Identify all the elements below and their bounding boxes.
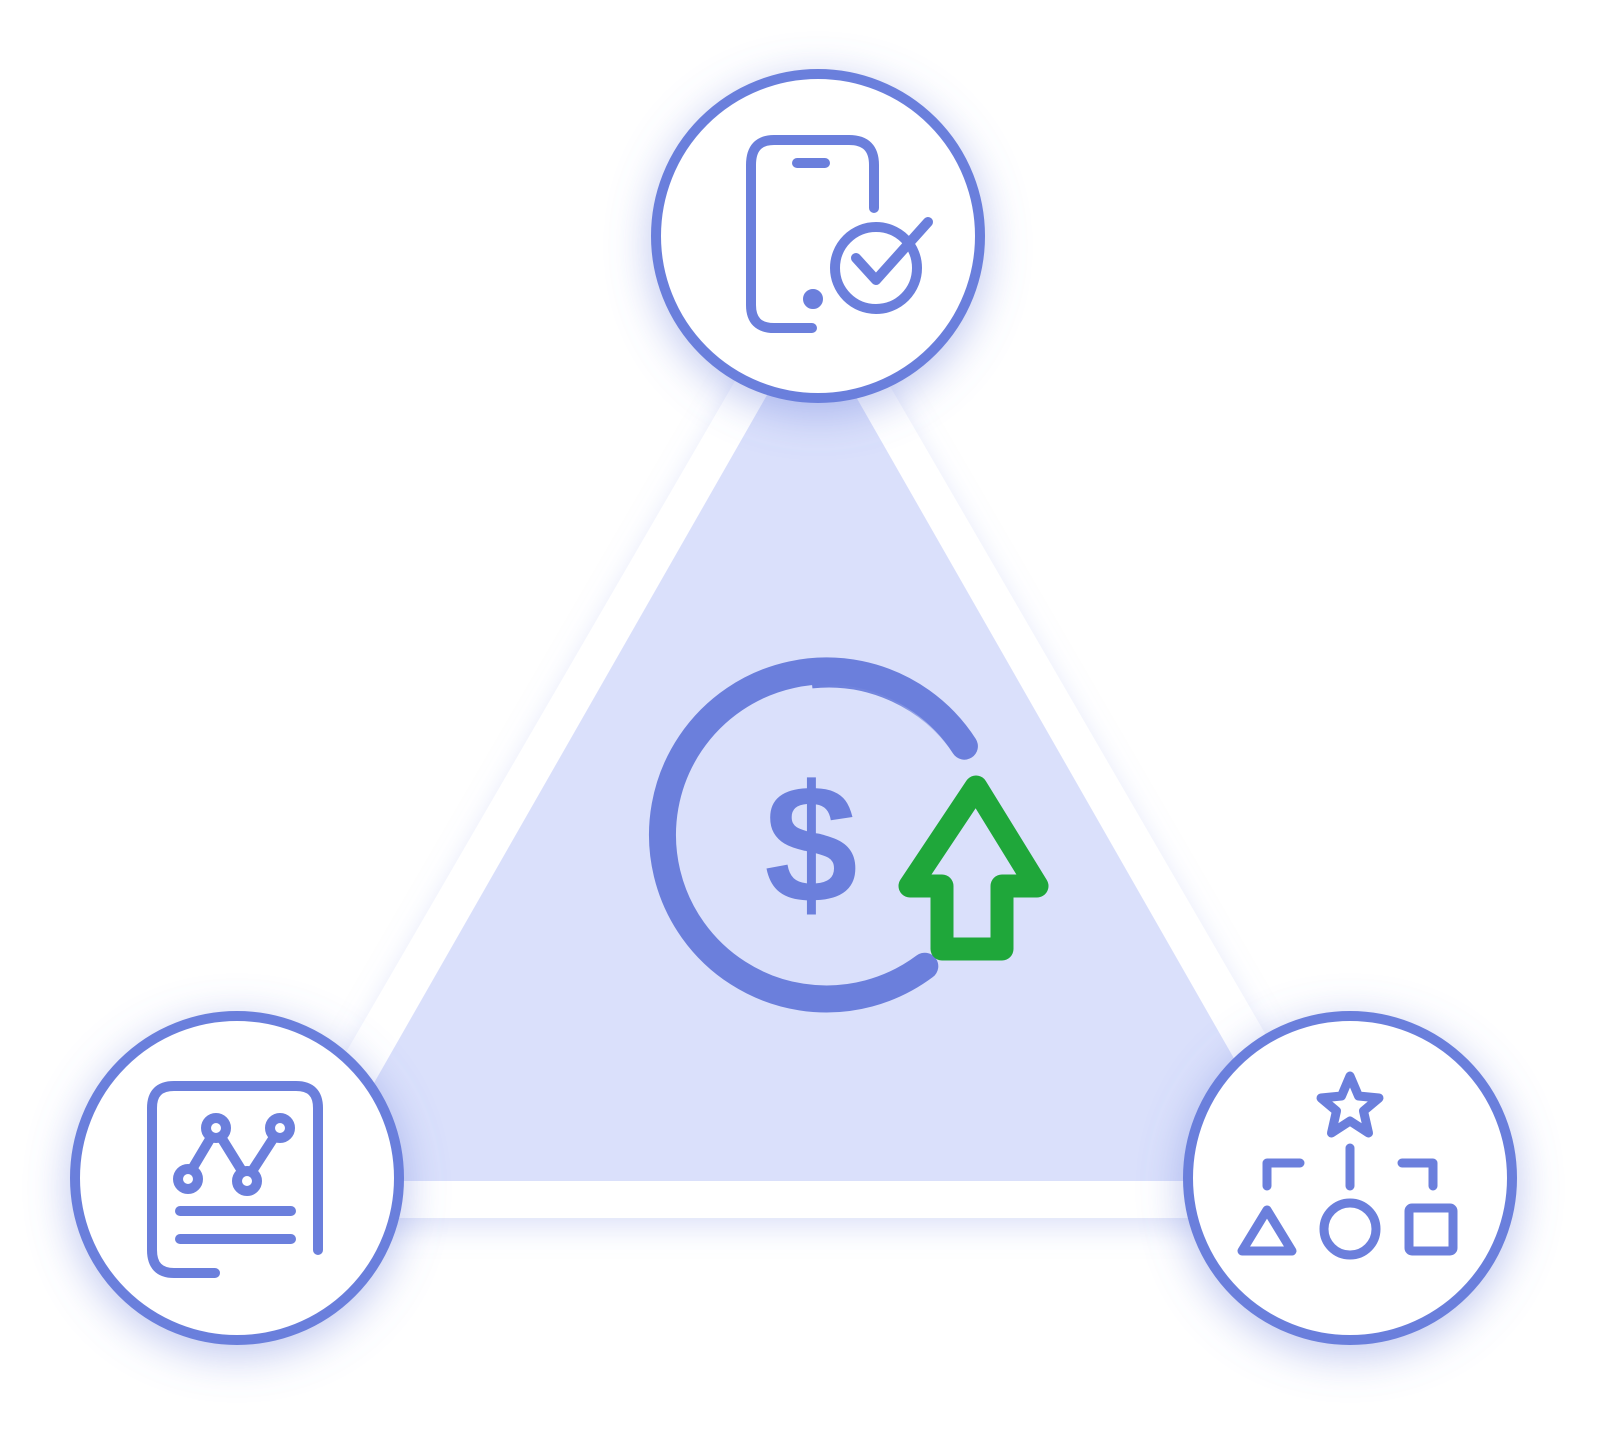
star-icon <box>1316 1071 1384 1138</box>
arrow-up-icon <box>898 775 1049 961</box>
report-chart-icon <box>147 1081 323 1278</box>
triangle-fill <box>318 318 1304 1181</box>
node-mobile-check <box>651 69 985 403</box>
revenue-ring-fade <box>809 660 976 754</box>
revenue-growth-icon: $ <box>649 657 1049 1013</box>
triangle-shape-icon <box>1237 1205 1297 1256</box>
dollar-symbol: $ <box>764 750 857 938</box>
node-report-chart <box>70 1011 404 1345</box>
circle-shape-icon <box>1319 1198 1381 1260</box>
hierarchy-shapes-icon <box>1237 1071 1458 1260</box>
triangle <box>250 250 1372 1218</box>
node-hierarchy-shapes <box>1183 1011 1517 1345</box>
square-shape-icon <box>1404 1203 1458 1256</box>
mobile-check-icon <box>746 135 933 333</box>
node-circle-top <box>651 69 985 403</box>
